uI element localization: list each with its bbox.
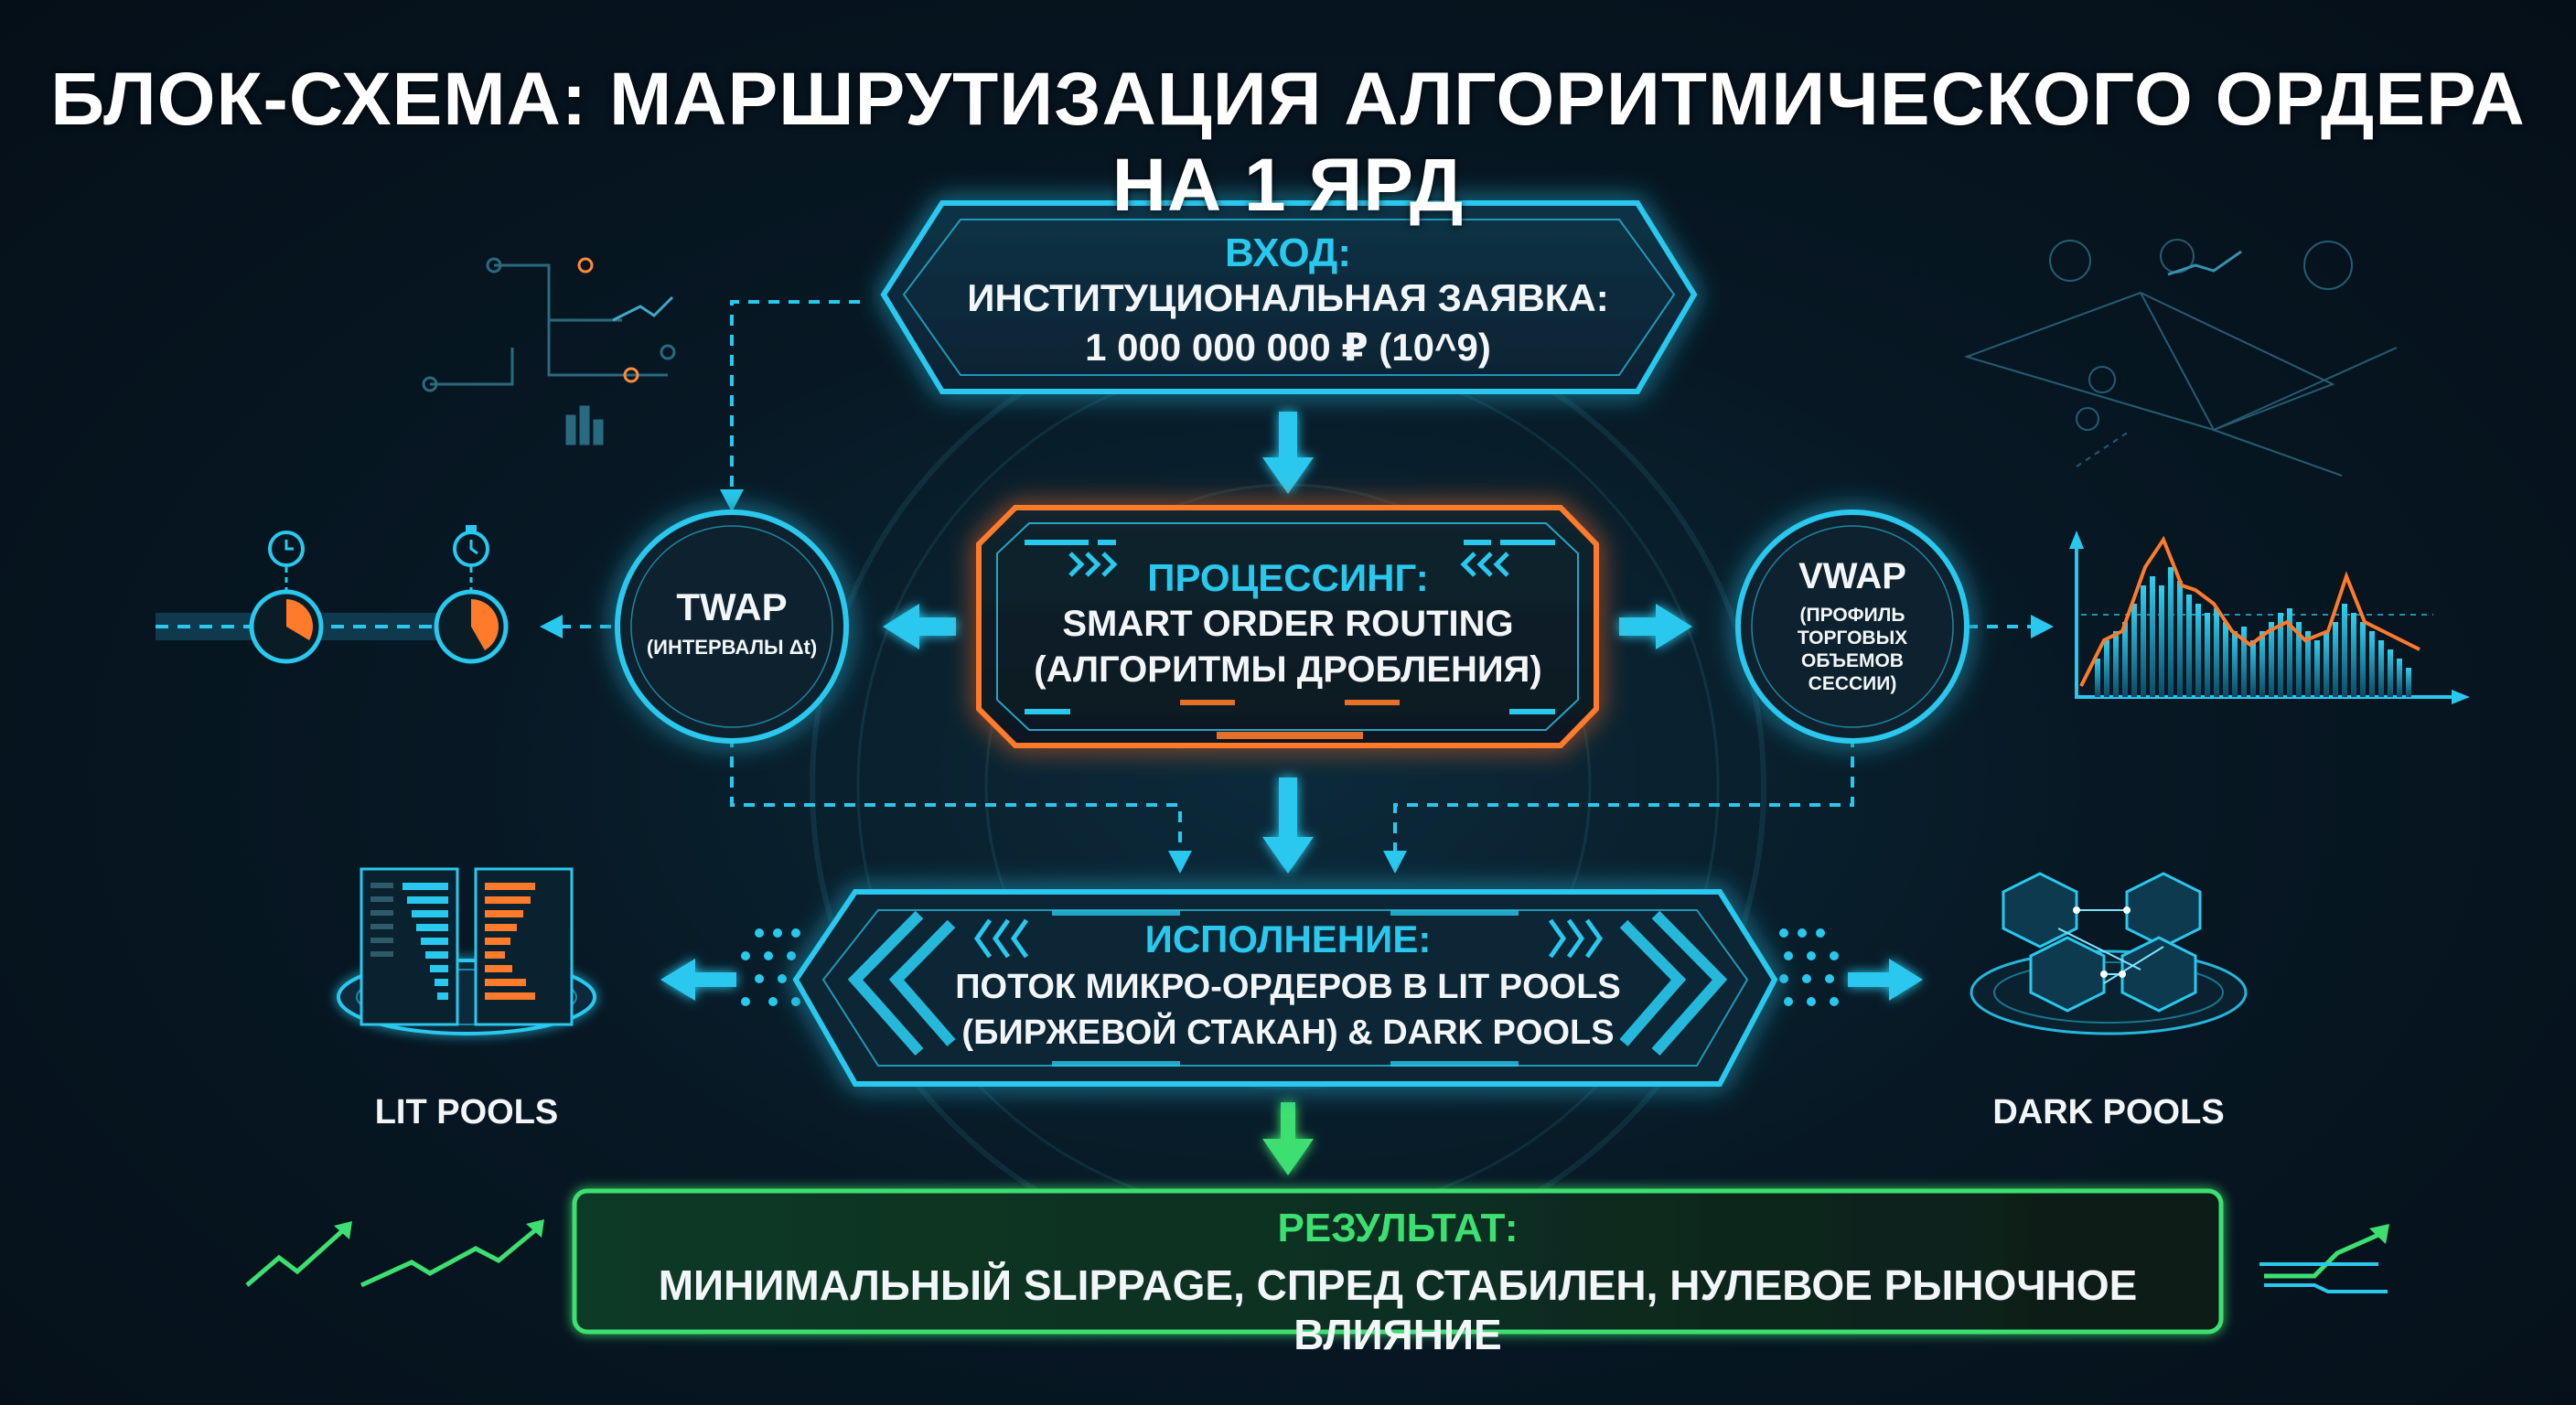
connector-arrowheads: [540, 489, 2054, 874]
input-line2: 1 000 000 000 ₽ (10^9): [1085, 326, 1491, 369]
vwap-line: (ПРОФИЛЬ: [1799, 605, 1905, 626]
dark-pools-label: DARK POOLS: [1992, 1093, 2225, 1132]
result-arrow: [1262, 1102, 1314, 1175]
chevrons-right-icon: [1460, 552, 1509, 577]
input-line1: ИНСТИТУЦИОНАЛЬНАЯ ЗАЯВКА:: [967, 276, 1609, 319]
vwap-line: ТОРГОВЫХ: [1797, 627, 1908, 649]
order-book-icon: [337, 867, 596, 1035]
processing-heading: ПРОЦЕССИНГ:: [1147, 556, 1429, 599]
network-decoration-right: [1963, 239, 2398, 477]
execution-box: [792, 889, 1778, 1087]
input-heading: ВХОД:: [1225, 231, 1351, 275]
result-box: [572, 1188, 2224, 1335]
vwap-circle: [1735, 509, 1970, 744]
dot-stream-left: [741, 928, 808, 1006]
vwap-line: ОБЪЕМОВ: [1801, 650, 1904, 671]
clock-icon: [249, 531, 324, 664]
twap-title: TWAP: [676, 585, 788, 628]
lit-pools-label: LIT POOLS: [374, 1093, 559, 1132]
processing-line2: (АЛГОРИТМЫ ДРОБЛЕНИЯ): [1034, 649, 1542, 690]
dollar-coin-icon: [2049, 240, 2091, 282]
trend-flat-lines: [2259, 1262, 2388, 1293]
dark-pool-cubes-icon: [1970, 872, 2248, 1035]
execution-chevrons-icon: [973, 918, 1604, 959]
input-box: [880, 200, 1698, 394]
processing-line1: SMART ORDER ROUTING: [1062, 604, 1514, 644]
vwap-line: СЕССИИ): [1808, 673, 1897, 694]
vwap-subtitle: (ПРОФИЛЬ ТОРГОВЫХ ОБЪЕМОВ СЕССИИ): [1752, 604, 1953, 695]
dot-stream-right: [1779, 928, 1839, 1006]
execution-heading: ИСПОЛНЕНИЕ:: [1144, 917, 1432, 960]
chevrons-left-icon: [1068, 552, 1118, 577]
page-title: БЛОК-СХЕМА: МАРШРУТИЗАЦИЯ АЛГОРИТМИЧЕСКО…: [50, 58, 2526, 227]
stopwatch-icon: [434, 525, 509, 664]
network-decoration-left: [422, 257, 676, 445]
trend-arrowheads: [334, 1219, 2389, 1244]
flow-arrows: [660, 412, 1923, 1001]
twap-subtitle: (ИНТЕРВАЛЫ Δt): [646, 636, 818, 659]
result-line1: МИНИМАЛЬНЫЙ SLIPPAGE, СПРЕД СТАБИЛЕН, НУ…: [658, 1261, 2138, 1358]
volume-chart-icon: [2069, 531, 2470, 704]
result-heading: РЕЗУЛЬТАТ:: [1277, 1206, 1519, 1250]
twap-timeline: [156, 525, 509, 664]
vwap-title: VWAP: [1798, 556, 1906, 596]
twap-circle: [615, 509, 849, 744]
execution-line2: (БИРЖЕВОЙ СТАКАН) & DARK POOLS: [961, 1014, 1615, 1052]
processing-box: [976, 505, 1599, 748]
execution-line1: ПОТОК МИКРО-ОРДЕРОВ В LIT POOLS: [955, 968, 1621, 1006]
dollar-coin-icon: [2303, 241, 2353, 290]
